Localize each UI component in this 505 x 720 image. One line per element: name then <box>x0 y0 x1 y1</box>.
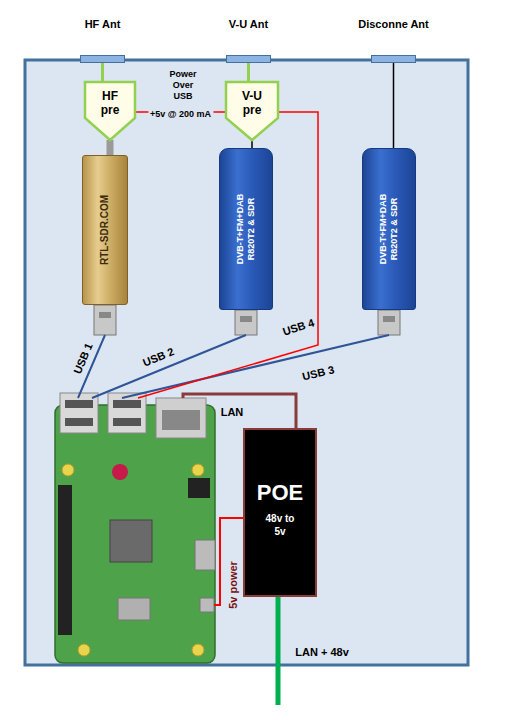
node-text: HF pre <box>96 89 124 117</box>
plug <box>235 310 257 335</box>
node-text: DVB-T+FM+DAB <box>235 194 246 265</box>
antenna-tab: V-U Ant <box>226 55 271 63</box>
node-text: R820T2 & SDR <box>389 194 400 265</box>
sdr-dongle: DVB-T+FM+DABR820T2 & SDR <box>362 148 416 310</box>
pentagon-outline <box>85 82 135 140</box>
board-logo <box>112 464 128 480</box>
label-holder: USB 2 <box>139 341 178 371</box>
node-text: 48v to 5v <box>260 512 300 538</box>
port-slot <box>113 418 141 426</box>
node-text: V-U pre <box>238 89 266 117</box>
label-holder: USB 4 <box>279 312 317 340</box>
node-text: Disconne Ant <box>358 18 429 30</box>
node-text: POE <box>245 480 315 506</box>
port-slot <box>65 418 93 426</box>
wire-label: Power Over USB <box>164 69 202 102</box>
text-holder: DVB-T+FM+DABR820T2 & SDR <box>378 194 400 265</box>
label-holder: LAN <box>220 402 245 420</box>
mount-hole <box>192 644 204 656</box>
network-wire <box>183 394 296 428</box>
wire-label: LAN + 48v <box>294 646 350 658</box>
mount-hole <box>62 464 74 476</box>
text-holder: HF Ant <box>85 18 121 30</box>
sdr-dongle: RTL-SDR.COM <box>82 155 128 305</box>
plug <box>378 310 400 335</box>
text-holder: DVB-T+FM+DABR820T2 & SDR <box>235 194 257 265</box>
mount-hole <box>192 464 204 476</box>
wire-label: USB 3 <box>300 363 336 382</box>
wire-label: USB 1 <box>71 340 95 376</box>
connector-line <box>393 63 395 148</box>
node-text: RTL-SDR.COM <box>99 195 111 265</box>
header-pins <box>58 485 72 635</box>
network-port-slot <box>162 410 200 430</box>
power-wire <box>138 112 318 398</box>
connector-line <box>135 111 226 113</box>
preamp-pentagon: V-U pre <box>226 82 278 140</box>
wire-label: 5v power <box>227 560 239 610</box>
plug-slot <box>240 316 252 322</box>
connector-line <box>101 63 104 82</box>
board <box>55 405 215 663</box>
text-holder: Disconne Ant <box>358 18 429 30</box>
label-holder: 5v power <box>223 560 241 610</box>
connector-line <box>251 140 253 148</box>
text-holder: POE 48v to 5v <box>245 430 315 538</box>
wire-label: USB 4 <box>280 316 316 338</box>
node-text: V-U Ant <box>229 18 268 30</box>
text-holder: V-U Ant <box>229 18 268 30</box>
edge-label-holder: +5v @ 200 mA <box>148 103 213 121</box>
chip <box>118 598 150 620</box>
connector-line <box>107 140 114 155</box>
text-holder: HF pre <box>85 82 135 117</box>
pentagon-outline <box>226 82 278 140</box>
sdr-dongle: DVB-T+FM+DABR820T2 & SDR <box>219 148 273 310</box>
port-block <box>108 393 146 433</box>
connector-line <box>247 63 250 82</box>
mount-hole <box>78 644 90 656</box>
audio-jack <box>188 478 210 498</box>
video-port <box>195 540 215 570</box>
port-slot <box>65 400 93 408</box>
wire-label: LAN <box>220 406 245 418</box>
plug-slot <box>99 312 111 318</box>
edge-label: +5v @ 200 mA <box>148 109 213 119</box>
power-module: POE 48v to 5v <box>243 428 317 597</box>
enclosure <box>25 60 468 665</box>
cable-line <box>78 335 105 398</box>
plug <box>94 305 116 335</box>
cable-line <box>122 335 389 398</box>
wire-label: USB 2 <box>140 345 176 369</box>
pentagon-shape <box>85 82 135 140</box>
text-holder: RTL-SDR.COM <box>99 195 111 265</box>
node-text: R820T2 & SDR <box>246 194 257 265</box>
preamp-pentagon: HF pre <box>85 82 135 140</box>
label-holder: USB 1 <box>67 339 97 378</box>
pentagon-shape <box>226 82 278 140</box>
antenna-tab: HF Ant <box>80 55 125 63</box>
label-holder: Power Over USB <box>164 69 202 103</box>
power-port <box>200 598 214 612</box>
network-wire <box>276 597 281 705</box>
network-port <box>156 398 206 438</box>
node-text: DVB-T+FM+DAB <box>378 194 389 265</box>
antenna-tab: Disconne Ant <box>371 55 416 63</box>
power-wire <box>214 518 243 605</box>
port-slot <box>113 400 141 408</box>
text-holder: V-U pre <box>226 82 278 117</box>
node-text: HF Ant <box>85 18 121 30</box>
cpu-chip <box>110 520 152 562</box>
port-block <box>60 393 98 433</box>
plug-slot <box>383 316 395 322</box>
label-holder: USB 3 <box>299 359 337 384</box>
label-holder: LAN + 48v <box>294 642 350 660</box>
